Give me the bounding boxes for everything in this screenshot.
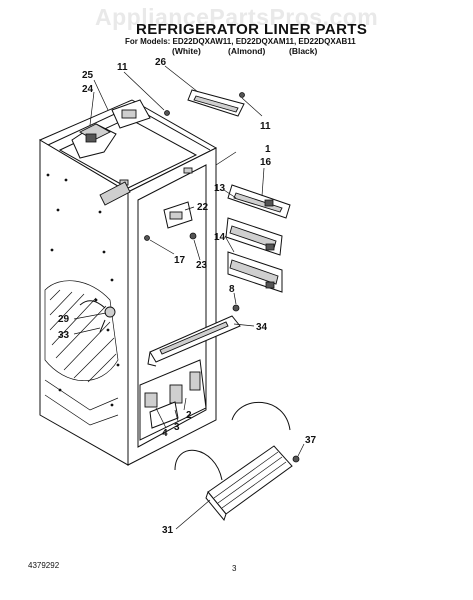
callout-26: 26	[155, 57, 167, 68]
callout-33: 33	[58, 330, 70, 341]
callout-24: 24	[82, 84, 94, 95]
top-bracket	[187, 89, 245, 117]
watermark: AppliancePartsPros.com	[95, 4, 379, 30]
shelf-14	[227, 251, 283, 293]
callout-37: 37	[305, 435, 317, 446]
callout-1: 1	[265, 144, 271, 155]
shelf-13	[225, 217, 283, 256]
leader-lines	[73, 65, 305, 530]
callout-labels: 25 24 11 26 11 1 16 13 22 14 17 23 8 34 …	[58, 57, 317, 536]
callout-34: 34	[256, 322, 268, 333]
callout-22: 22	[197, 202, 209, 213]
diagram-title: REFRIGERATOR LINER PARTS	[136, 21, 368, 38]
clip-8	[232, 304, 240, 312]
callout-3: 3	[174, 422, 180, 433]
color-black: (Black)	[289, 46, 318, 56]
color-white: (White)	[172, 46, 201, 56]
callout-11-right: 11	[260, 121, 271, 132]
pan-assembly-31	[174, 401, 300, 522]
callout-29: 29	[58, 314, 70, 325]
bracket-22	[144, 201, 197, 241]
screw-17	[144, 235, 150, 241]
screw-37	[292, 455, 300, 463]
callout-11-top: 11	[117, 62, 128, 73]
callout-23: 23	[196, 260, 208, 271]
support-34	[147, 315, 241, 367]
door-shelf-16	[227, 184, 291, 219]
callout-2: 2	[186, 410, 192, 421]
color-almond: (Almond)	[228, 46, 266, 56]
callout-8: 8	[229, 284, 235, 295]
callout-31: 31	[162, 525, 174, 536]
lamp-socket-29	[79, 300, 116, 333]
callout-14: 14	[214, 232, 226, 243]
callout-4: 4	[162, 428, 168, 439]
models-line: For Models: ED22DQXAW11, ED22DQXAM11, ED…	[125, 37, 356, 46]
callout-13: 13	[214, 183, 226, 194]
callout-17: 17	[174, 255, 186, 266]
document-number: 4379292	[28, 561, 60, 570]
callout-25: 25	[82, 70, 94, 81]
callout-16: 16	[260, 157, 272, 168]
page-number: 3	[232, 564, 237, 573]
screw-23	[189, 232, 197, 240]
control-housing-assembly	[71, 99, 170, 159]
